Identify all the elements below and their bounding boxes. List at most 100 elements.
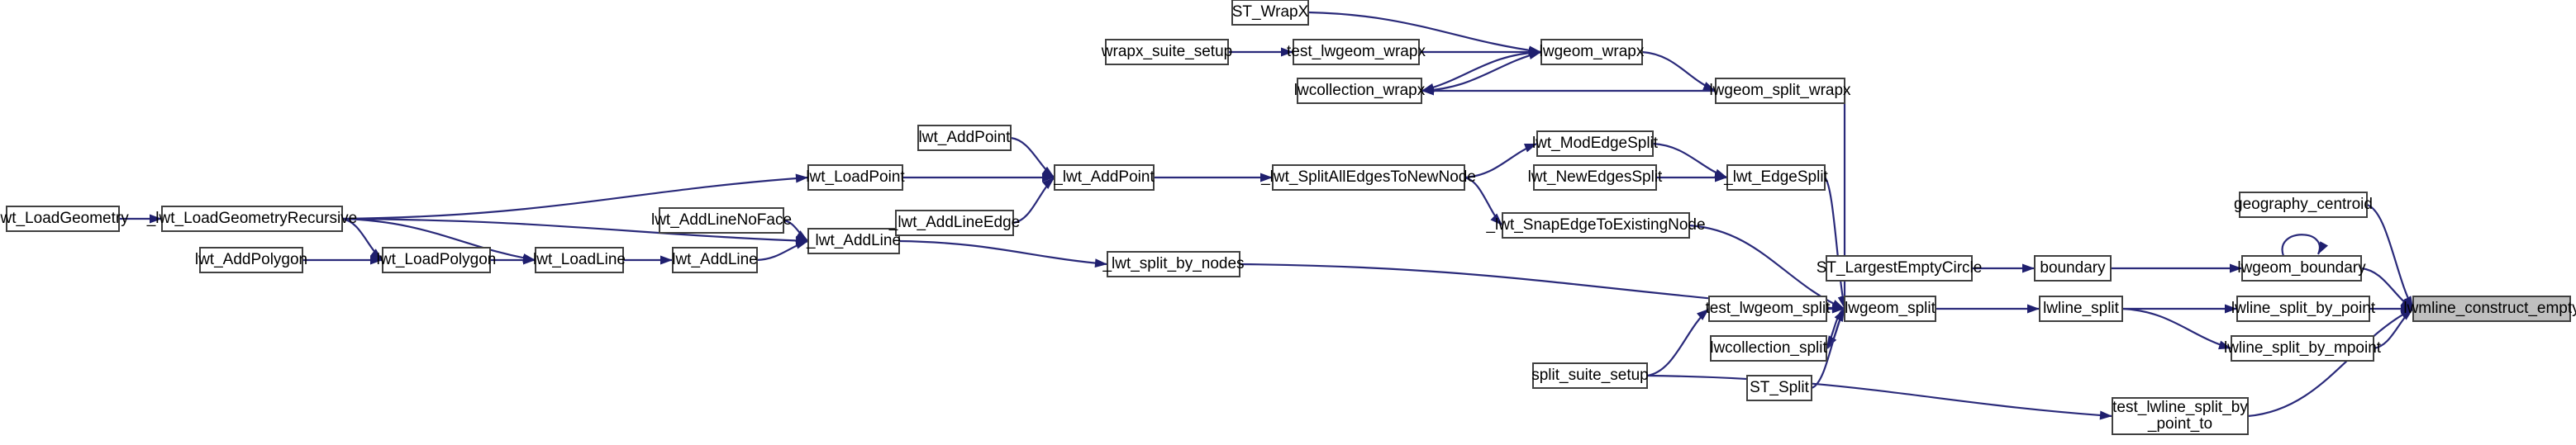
node-box[interactable] (659, 207, 784, 234)
graph-edge (783, 219, 809, 242)
graph-node-ST_LargestEmptyCircle[interactable]: ST_LargestEmptyCircle (1817, 255, 1983, 282)
node-label: lwline_split (2043, 300, 2120, 317)
graph-node-test_lwgeom_wrapx[interactable]: test_lwgeom_wrapx (1287, 39, 1426, 65)
node-box[interactable] (1826, 255, 1973, 282)
graph-node-lwgeom_boundary[interactable]: lwgeom_boundary (2237, 255, 2366, 282)
graph-node-_lwt_split_by_nodes[interactable]: _lwt_split_by_nodes (1102, 251, 1245, 277)
node-box[interactable] (1540, 39, 1643, 65)
node-box[interactable] (2231, 335, 2374, 362)
node-box[interactable] (1726, 164, 1826, 191)
node-box[interactable] (1532, 362, 1648, 389)
graph-node-lwt_NewEdgesSplit[interactable]: lwt_NewEdgesSplit (1528, 164, 1663, 191)
node-box[interactable] (6, 206, 120, 232)
graph-node-_lwt_SnapEdgeToExistingNode[interactable]: _lwt_SnapEdgeToExistingNode (1485, 212, 1706, 239)
graph-node-lwt_AddPolygon[interactable]: lwt_AddPolygon (195, 247, 307, 273)
node-box[interactable] (2112, 397, 2249, 435)
node-box[interactable] (1293, 39, 1420, 65)
graph-node-ST_WrapX[interactable]: ST_WrapX (1231, 0, 1309, 26)
node-label: lwline_split_by_point (2231, 300, 2376, 317)
node-box[interactable] (1105, 39, 1229, 65)
graph-node-lwmline_construct_empty[interactable]: lwmline_construct_empty (2403, 296, 2576, 322)
edge-arrowhead (150, 214, 162, 224)
node-box[interactable] (1107, 251, 1240, 277)
node-box[interactable] (2039, 296, 2123, 322)
graph-node-ST_Split[interactable]: ST_Split (1746, 375, 1812, 401)
graph-node-lwt_AddPoint[interactable]: lwt_AddPoint (917, 125, 1012, 151)
node-label: test_lwline_split_by_point_to (2112, 399, 2248, 433)
graph-edge (341, 217, 383, 261)
node-box[interactable] (2236, 296, 2370, 322)
graph-node-_lwt_EdgeSplit[interactable]: _lwt_EdgeSplit (1723, 164, 1829, 191)
graph-node-lwline_split_by_point[interactable]: lwline_split_by_point (2231, 296, 2376, 322)
graph-node-test_lwline_split_by_point_to[interactable]: test_lwline_split_by_point_to (2112, 397, 2249, 435)
node-box[interactable] (807, 164, 903, 191)
edge-arrowhead (2225, 304, 2237, 314)
node-box[interactable] (1746, 375, 1812, 401)
node-box[interactable] (1844, 296, 1936, 322)
graph-edge (1935, 304, 2040, 314)
graph-edge (756, 239, 809, 262)
node-box[interactable] (535, 247, 624, 273)
graph-node-_lwt_LoadGeometryRecursive[interactable]: _lwt_LoadGeometryRecursive (146, 206, 358, 232)
graph-node-lwt_LoadPoint[interactable]: lwt_LoadPoint (806, 164, 905, 191)
node-box[interactable] (1533, 164, 1657, 191)
graph-node-lwcollection_wrapx[interactable]: lwcollection_wrapx (1294, 78, 1426, 104)
graph-node-lwgeom_split[interactable]: lwgeom_split (1844, 296, 1936, 322)
graph-node-lwt_ModEdgeSplit[interactable]: lwt_ModEdgeSplit (1532, 130, 1659, 157)
edge-line (2121, 307, 2232, 350)
graph-node-lwline_split_by_mpoint[interactable]: lwline_split_by_mpoint (2224, 335, 2382, 362)
edge-arrowhead (1524, 144, 1537, 153)
edge-arrowhead (1260, 173, 1273, 182)
graph-node-_lwt_SplitAllEdgesToNewNode[interactable]: _lwt_SplitAllEdgesToNewNode (1260, 164, 1476, 191)
node-box[interactable] (2412, 296, 2571, 322)
node-box[interactable] (382, 247, 491, 273)
node-box[interactable] (895, 210, 1014, 236)
node-label: lwcollection_wrapx (1294, 82, 1426, 99)
graph-node-lwgeom_wrapx[interactable]: lwgeom_wrapx (1540, 39, 1645, 65)
node-box[interactable] (199, 247, 303, 273)
edge-arrowhead (1697, 309, 1709, 320)
edge-line (2281, 234, 2321, 257)
graph-node-geography_centroid[interactable]: geography_centroid (2234, 192, 2373, 218)
edge-arrowhead (2230, 263, 2242, 273)
node-box[interactable] (1231, 0, 1309, 26)
node-box[interactable] (1502, 212, 1690, 239)
graph-node-_lwt_AddLine[interactable]: _lwt_AddLine (806, 228, 901, 254)
node-layer: lwt_LoadGeometry _lwt_LoadGeometryRecursi… (0, 0, 2576, 435)
node-box[interactable] (672, 247, 758, 273)
graph-node-lwt_LoadGeometry[interactable]: lwt_LoadGeometry (0, 206, 129, 232)
graph-node-lwt_AddLineNoFace[interactable]: lwt_AddLineNoFace (651, 207, 792, 234)
node-box[interactable] (1054, 164, 1155, 191)
graph-node-lwt_LoadPolygon[interactable]: lwt_LoadPolygon (377, 247, 497, 273)
graph-node-_lwt_AddPoint[interactable]: _lwt_AddPoint (1053, 164, 1155, 191)
graph-node-lwt_AddLine[interactable]: lwt_AddLine (672, 247, 758, 273)
graph-node-split_suite_setup[interactable]: split_suite_setup (1531, 362, 1649, 389)
node-box[interactable] (807, 228, 900, 254)
graph-node-lwline_split[interactable]: lwline_split (2039, 296, 2123, 322)
node-box[interactable] (1272, 164, 1465, 191)
edge-arrowhead (2218, 340, 2231, 350)
graph-node-wrapx_suite_setup[interactable]: wrapx_suite_setup (1101, 39, 1232, 65)
node-box[interactable] (1715, 78, 1845, 104)
node-box[interactable] (2239, 192, 2368, 218)
graph-node-boundary[interactable]: boundary (2034, 255, 2112, 282)
node-label: lwt_AddLineNoFace (651, 211, 792, 229)
node-box[interactable] (161, 206, 343, 232)
graph-node-_lwt_AddLineEdge[interactable]: _lwt_AddLineEdge (888, 210, 1020, 236)
graph-node-lwcollection_split[interactable]: lwcollection_split (1710, 335, 1827, 362)
node-box[interactable] (917, 125, 1012, 151)
graph-node-lwt_LoadLine[interactable]: lwt_LoadLine (533, 247, 626, 273)
node-box[interactable] (1708, 296, 1827, 322)
node-box[interactable] (1536, 130, 1654, 157)
node-label: ST_WrapX (1232, 3, 1309, 21)
node-box[interactable] (1297, 78, 1422, 104)
graph-node-lwgeom_split_wrapx[interactable]: lwgeom_split_wrapx (1709, 78, 1851, 104)
graph-node-test_lwgeom_split[interactable]: test_lwgeom_split (1705, 296, 1831, 322)
node-box[interactable] (2034, 255, 2112, 282)
node-box[interactable] (1710, 335, 1827, 362)
edge-arrowhead (1042, 178, 1055, 189)
node-label: ST_LargestEmptyCircle (1817, 259, 1983, 277)
node-box[interactable] (2241, 255, 2362, 282)
node-label: lwt_LoadPoint (806, 168, 905, 186)
node-label: lwt_AddPolygon (195, 251, 307, 268)
